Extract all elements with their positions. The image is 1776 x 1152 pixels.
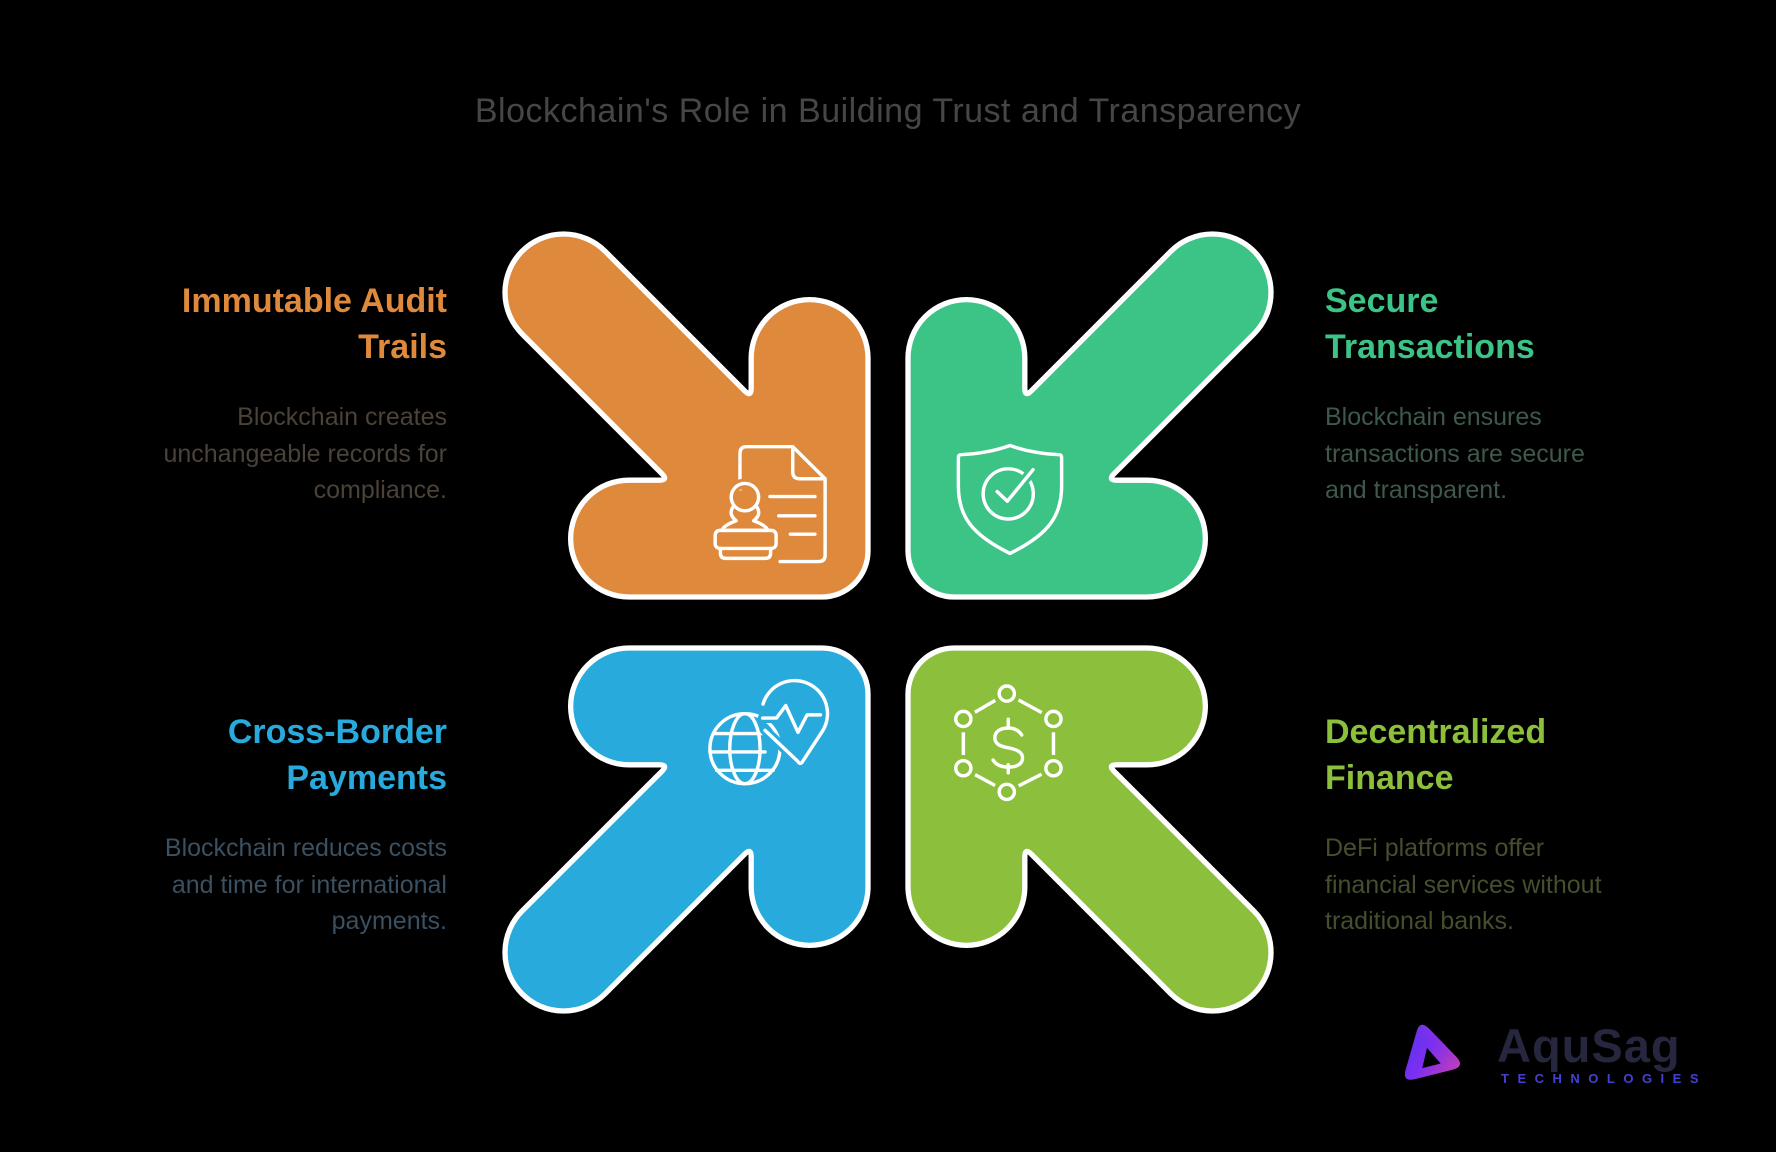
description-line: and transparent. <box>1325 476 1508 504</box>
description-line: DeFi platforms offer <box>1325 834 1545 862</box>
quadrant-description: DeFi platforms offer financial services … <box>1325 830 1705 940</box>
description-line: unchangeable records for <box>163 439 447 468</box>
stamp-document-icon <box>710 444 827 564</box>
quadrant-immutable-audit-trails: Immutable Audit Trails Blockchain create… <box>87 278 447 509</box>
arrow-decentralized-finance <box>905 645 1274 1014</box>
aqusag-logo-name: AquSag <box>1497 1019 1681 1072</box>
page-title: Blockchain's Role in Building Trust and … <box>474 92 1302 130</box>
quadrant-decentralized-finance: Decentralized Finance DeFi platforms off… <box>1325 709 1705 940</box>
quadrant-title-line: Secure <box>1325 282 1439 320</box>
description-line: Blockchain ensures <box>1325 403 1542 431</box>
quadrant-description: Blockchain reduces costs and time for in… <box>87 830 447 940</box>
quadrant-title-line: Immutable Audit <box>181 282 447 320</box>
quadrant-title-line: Cross-Border <box>227 713 447 751</box>
network-dollar-icon <box>949 680 1067 806</box>
description-line: and time for international <box>171 870 447 899</box>
quadrant-title-line: Trails <box>358 328 447 366</box>
quadrant-description: Blockchain ensures transactions are secu… <box>1325 399 1705 509</box>
description-line: transactions are secure <box>1325 439 1585 468</box>
aqusag-logo-tagline: TECHNOLOGIES <box>1501 1071 1708 1086</box>
quadrant-title-line: Finance <box>1325 759 1454 797</box>
description-line: financial services without <box>1325 870 1602 899</box>
arrow-secure-transactions <box>905 231 1274 600</box>
aqusag-logo-icon <box>1404 1024 1460 1080</box>
description-line: traditional banks. <box>1325 907 1515 935</box>
quadrant-title-line: Payments <box>286 759 447 797</box>
description-line: payments. <box>331 907 447 935</box>
quadrant-title-line: Decentralized <box>1325 713 1547 751</box>
arrow-immutable-audit-trails <box>502 231 871 600</box>
quadrant-secure-transactions: Secure Transactions Blockchain ensures t… <box>1325 278 1705 509</box>
quadrant-title-line: Transactions <box>1325 328 1535 366</box>
description-line: Blockchain reduces costs <box>164 834 447 862</box>
globe-pulse-icon <box>708 675 833 786</box>
description-line: Blockchain creates <box>237 403 447 431</box>
quadrant-description: Blockchain creates unchangeable records … <box>87 399 447 509</box>
quadrant-cross-border-payments: Cross-Border Payments Blockchain reduces… <box>87 709 447 940</box>
description-line: compliance. <box>313 476 447 504</box>
shield-check-icon <box>956 443 1064 556</box>
